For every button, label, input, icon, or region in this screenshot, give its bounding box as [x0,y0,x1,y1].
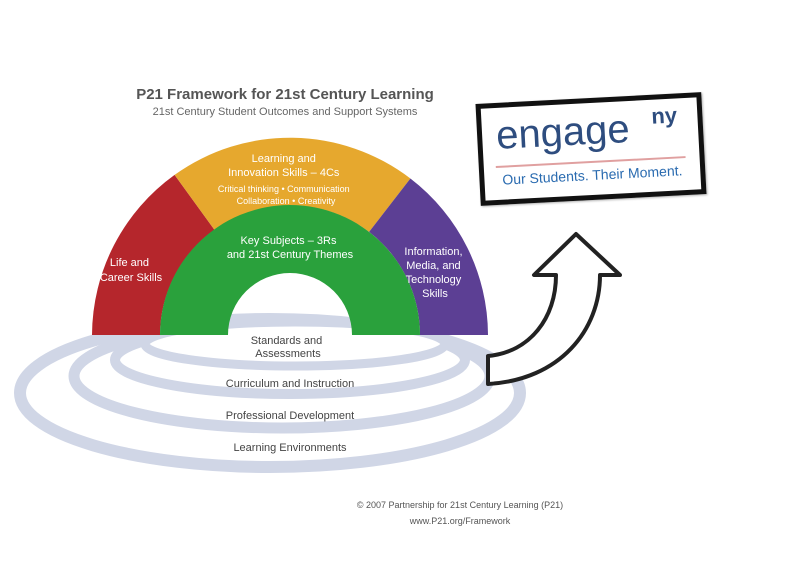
curriculum-label: Curriculum and Instruction [226,378,354,390]
key-subjects-label: Key Subjects – 3Rs and 21st Century Them… [227,235,354,261]
diagram-title: P21 Framework for 21st Century Learning [136,86,434,103]
segment-learning-innovation [174,137,411,232]
diagram-subtitle: 21st Century Student Outcomes and Suppor… [152,106,418,118]
professional-development-label: Professional Development [226,410,354,422]
logo-wordmark: engage [495,106,631,158]
copyright-block: © 2007 Partnership for 21st Century Lear… [310,497,610,529]
logo-superscript: ny [650,102,678,129]
standards-label: Standards and Assessments [251,335,326,360]
life-career-label: Life and Career Skills [100,257,163,284]
learning-environments-label: Learning Environments [233,442,347,454]
engageny-logo: engage ny Our Students. Their Moment. [475,92,707,206]
segment-information-media [369,178,488,335]
learning-innovation-label: Learning and Innovation Skills – 4Cs Cri… [218,149,354,206]
curved-arrow-icon [486,232,622,386]
framework-url: www.P21.org/Framework [409,516,511,526]
segment-life-career [92,174,215,335]
copyright-text: © 2007 Partnership for 21st Century Lear… [356,500,564,510]
segment-key-subjects [160,205,420,335]
information-media-label: Information, Media, and Technology Skill… [404,246,465,300]
